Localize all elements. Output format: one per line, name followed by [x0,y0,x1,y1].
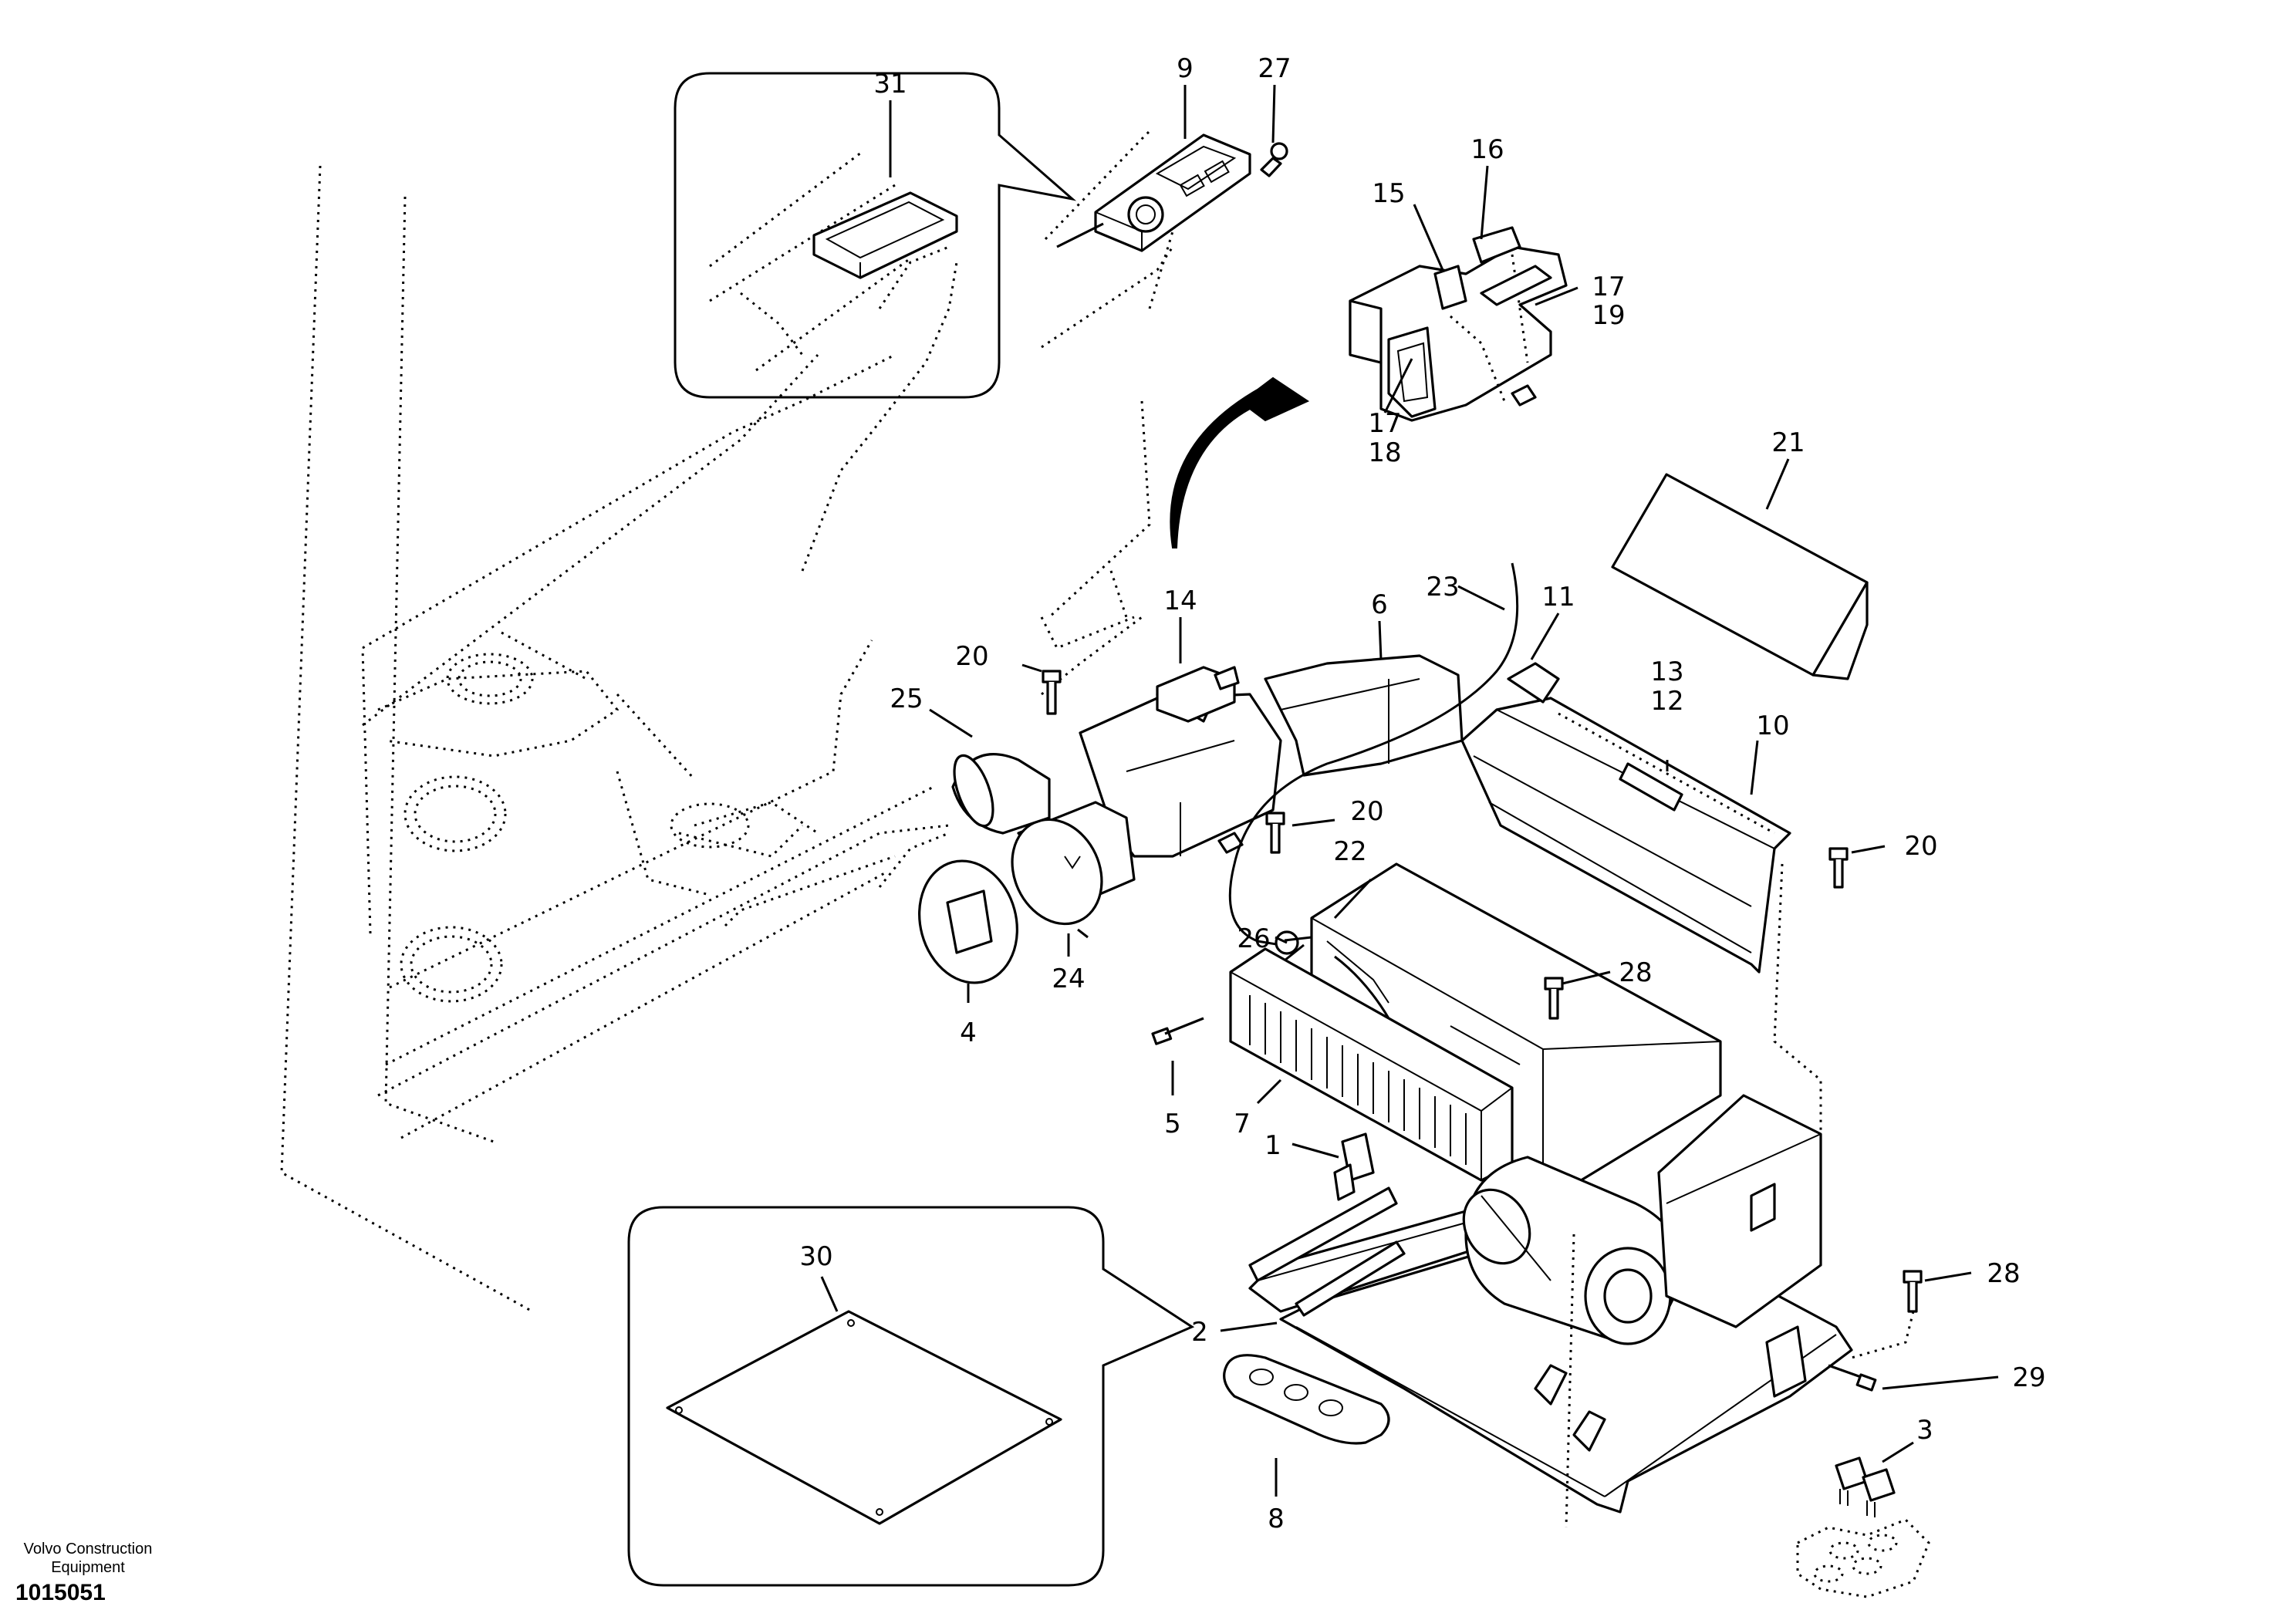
callout-30: 30 [799,1241,832,1272]
bolt-29 [1828,1364,1877,1392]
duct-housing-10 [1460,662,1791,974]
controller-unit [1349,226,1568,422]
leader-lines [820,84,1999,1497]
callout-27: 27 [1258,53,1291,84]
callout-2: 2 [1191,1317,1208,1348]
bolt-20-b [1265,812,1285,854]
callout-1: 1 [1264,1130,1281,1161]
callout-14: 14 [1163,586,1197,616]
brand-line-1: Volvo Construction [23,1541,153,1558]
bolt-20-c [1828,847,1849,889]
callout-20-right: 20 [1904,831,1937,862]
callout-5: 5 [1164,1109,1181,1139]
duct-6 [1264,654,1464,777]
callout-10: 10 [1756,710,1789,741]
callout-16: 16 [1470,134,1504,165]
cab-outline [280,165,1190,1313]
relays-3 [1796,1456,1930,1598]
bolt-20-a [1042,670,1062,715]
callout-28-bottom: 28 [1987,1258,2020,1289]
callout-24: 24 [1052,964,1085,994]
bolt-28-b [1903,1270,1923,1313]
lower-housing-2 [1248,863,1853,1528]
callout-17-top: 17 [1592,272,1625,302]
cabin-filter-21 [1611,473,1869,680]
detail-bubble-30 [627,1206,1195,1587]
callout-3: 3 [1916,1415,1933,1446]
callout-20-left: 20 [955,641,988,672]
callout-29: 29 [2012,1362,2045,1393]
callout-labels: 31 9 27 16 15 17 19 17 18 21 14 6 23 11 … [799,53,2045,1534]
callout-9: 9 [1177,53,1194,84]
callout-8: 8 [1268,1504,1285,1534]
bolt-5 [1151,1017,1204,1045]
callout-7: 7 [1234,1109,1251,1139]
brand-line-2: Equipment [51,1559,125,1576]
control-panel-9 [1041,130,1288,349]
callout-12: 12 [1650,686,1683,717]
brand-caption: Volvo Construction Equipment [11,1540,165,1577]
cover-plate-30 [666,1310,1062,1525]
callout-15: 15 [1372,178,1405,209]
callout-11: 11 [1541,582,1575,613]
drawing-number: 1015051 [15,1580,106,1605]
callout-22: 22 [1333,836,1366,867]
callout-28-top: 28 [1619,957,1652,988]
callout-20-middle: 20 [1350,796,1383,827]
callout-25: 25 [890,683,923,714]
callout-21: 21 [1771,427,1805,458]
callout-13: 13 [1650,656,1683,687]
curved-arrow [1170,376,1310,548]
blower-assembly [918,666,1282,984]
callout-4: 4 [960,1018,977,1048]
heater-core-7 [1229,947,1514,1182]
gasket-8 [1223,1354,1390,1445]
panel-cover-31 [812,191,958,279]
callout-18: 18 [1368,437,1401,468]
callout-6: 6 [1371,589,1388,620]
callout-23: 23 [1426,572,1459,602]
detail-bubble-31 [674,72,1077,399]
callout-19: 19 [1592,300,1625,331]
callout-26: 26 [1237,923,1270,954]
callout-17-bottom: 17 [1368,408,1401,439]
callout-31: 31 [873,69,907,100]
